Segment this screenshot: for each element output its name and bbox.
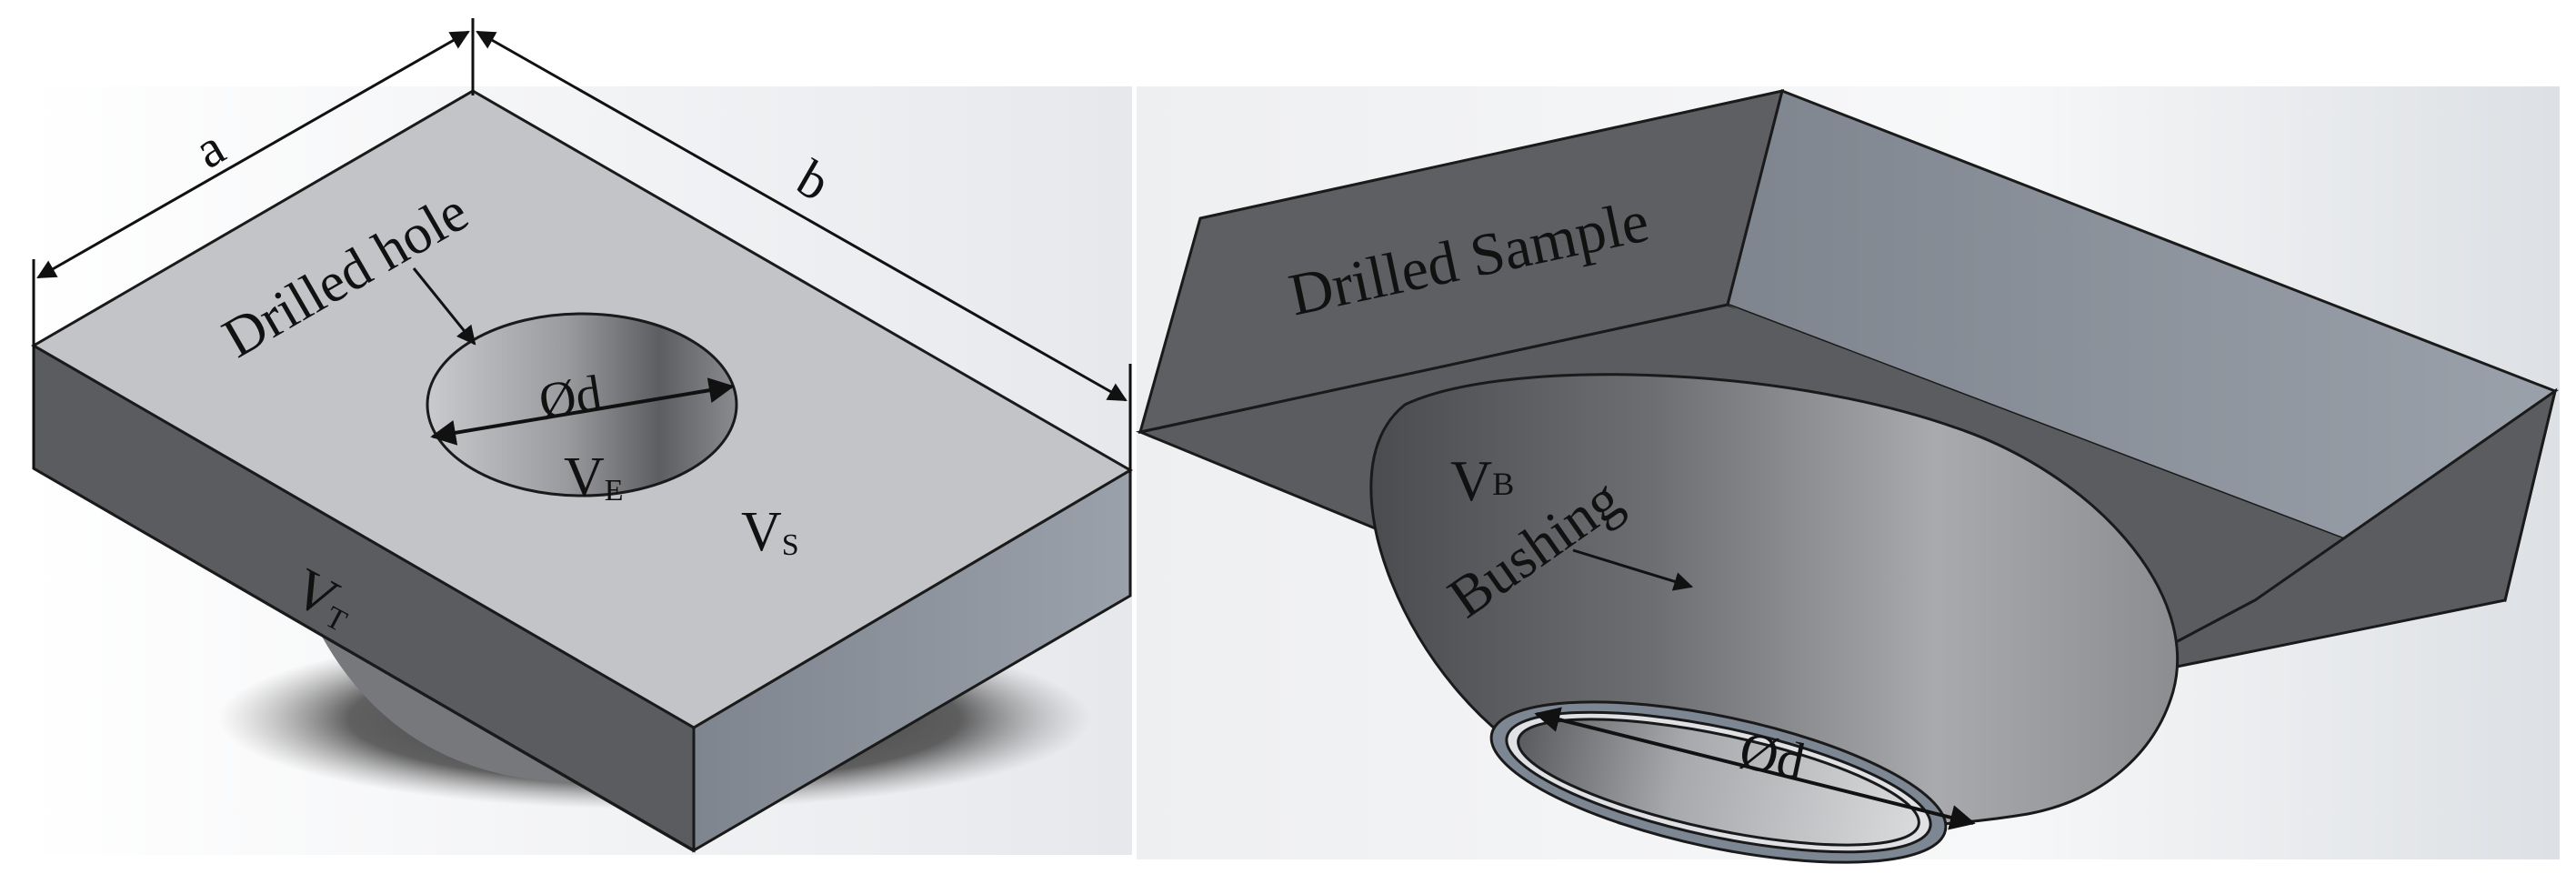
bore-diameter-label: Ød bbox=[1735, 720, 1810, 791]
left-panel: a b Drilled hole Ød VE VS VT bbox=[27, 18, 1133, 855]
v-b-label: VB bbox=[1450, 448, 1514, 513]
v-e-label: VE bbox=[564, 447, 624, 508]
hole-diameter-arrow bbox=[430, 377, 735, 446]
drilled-hole-pointer bbox=[412, 267, 476, 346]
bushing-pointer bbox=[1572, 548, 1694, 591]
right-panel: Drilled Sample VB Bushing Ød bbox=[1135, 86, 2560, 864]
dim-b-line bbox=[476, 30, 1128, 402]
bore-diameter-arrow bbox=[1534, 707, 1976, 830]
v-s-label: VS bbox=[741, 501, 799, 563]
hole-diameter-label: Ød bbox=[536, 365, 606, 430]
dim-a-line bbox=[36, 30, 470, 279]
